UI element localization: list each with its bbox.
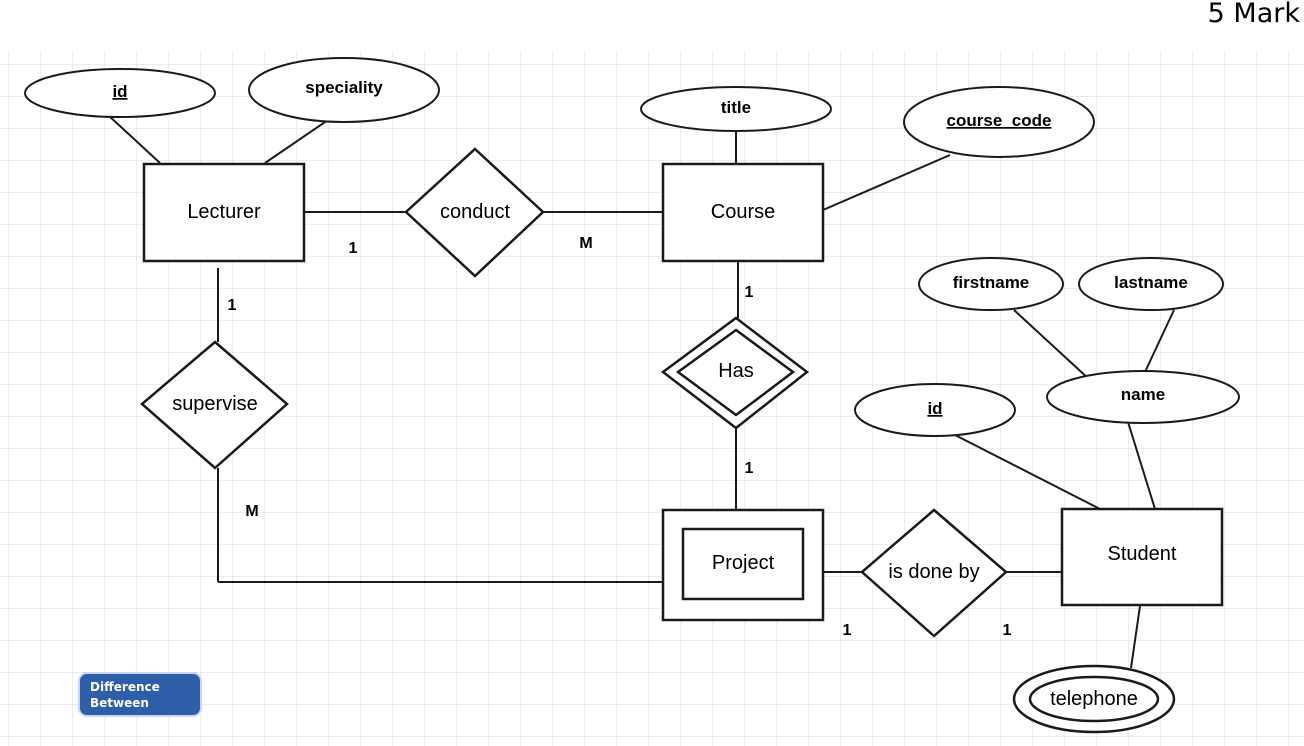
entity-course-label: Course bbox=[711, 201, 775, 223]
logo-line2: Between bbox=[90, 696, 149, 710]
multivalued-attribute-telephone-inner bbox=[1028, 675, 1160, 723]
relationship-conduct-label: conduct bbox=[440, 201, 510, 223]
relationship-has-label: Has bbox=[718, 360, 754, 382]
attribute-student-id-label: id bbox=[927, 399, 942, 418]
difference-between-logo: Difference Between bbox=[78, 672, 202, 717]
attribute-firstname bbox=[918, 257, 1064, 311]
cardinality-has-project: 1 bbox=[745, 460, 754, 477]
attribute-firstname-label: firstname bbox=[953, 273, 1030, 292]
cardinality-conduct-course: M bbox=[579, 235, 592, 252]
connector-lines bbox=[107, 114, 1175, 669]
entity-course bbox=[661, 162, 825, 263]
attribute-title bbox=[640, 86, 832, 132]
identifying-relationship-has-inner bbox=[675, 328, 796, 417]
entity-lecturer-label: Lecturer bbox=[187, 201, 261, 223]
entity-lecturer bbox=[142, 162, 306, 263]
attribute-telephone-label: telephone bbox=[1050, 688, 1138, 710]
cardinality-course-has: 1 bbox=[745, 284, 754, 301]
attribute-speciality bbox=[248, 57, 440, 123]
attribute-course-code-label: course_code bbox=[947, 111, 1052, 130]
logo-line1: Difference bbox=[90, 680, 160, 694]
relationship-supervise bbox=[140, 340, 289, 470]
attribute-student-id bbox=[854, 383, 1016, 437]
weak-entity-project-inner bbox=[681, 527, 805, 601]
attribute-title-label: title bbox=[721, 98, 751, 117]
cardinality-lecturer-supervise: 1 bbox=[228, 297, 237, 314]
relationship-is-done-by bbox=[860, 508, 1008, 638]
attribute-course-code bbox=[903, 86, 1095, 158]
cardinality-lecturer-conduct: 1 bbox=[349, 240, 358, 257]
relationship-supervise-label: supervise bbox=[172, 393, 258, 415]
attribute-speciality-label: speciality bbox=[305, 78, 383, 97]
attribute-lecturer-id-label: id bbox=[112, 82, 127, 101]
attribute-name bbox=[1046, 370, 1240, 424]
relationship-is-done-by-label: is done by bbox=[888, 561, 979, 583]
relationship-conduct bbox=[404, 147, 545, 278]
attribute-lastname bbox=[1078, 257, 1224, 311]
cardinality-project-isdoneby: 1 bbox=[843, 622, 852, 639]
mark-label: 5 Mark bbox=[1207, 0, 1300, 29]
attribute-name-label: name bbox=[1121, 385, 1165, 404]
cardinality-isdoneby-student: 1 bbox=[1003, 622, 1012, 639]
entity-project-label: Project bbox=[712, 552, 775, 574]
entity-student-label: Student bbox=[1108, 543, 1177, 565]
entity-student bbox=[1060, 507, 1224, 607]
cardinality-supervise-project: M bbox=[245, 503, 258, 520]
attribute-lastname-label: lastname bbox=[1114, 273, 1188, 292]
attribute-lecturer-id bbox=[24, 68, 216, 118]
